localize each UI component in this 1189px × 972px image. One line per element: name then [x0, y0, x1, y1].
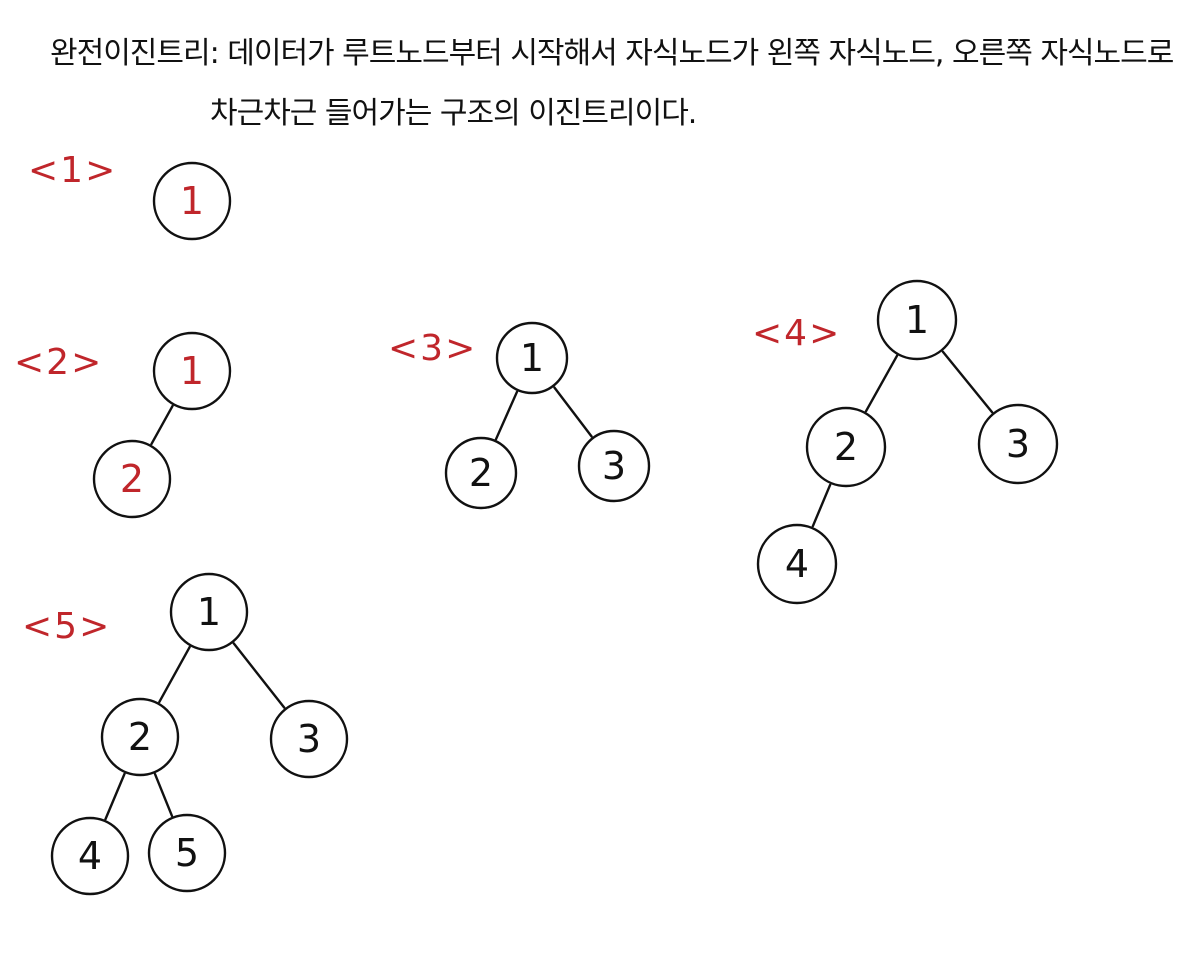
step-5-tree: <5> 1 2 3 4 5	[22, 572, 349, 896]
step-2-node-n1-value: 1	[180, 349, 204, 393]
step-5-label: <5>	[22, 606, 111, 647]
step-3-node-n2-value: 2	[469, 451, 493, 495]
step-5-node-n2-value: 2	[128, 715, 152, 759]
step-1-node-n1-value: 1	[180, 179, 204, 223]
step-2-node-n2	[92, 439, 172, 519]
step-3-node-n3	[577, 429, 651, 503]
step-3-label: <3>	[388, 328, 477, 369]
step-4-node-n1-value: 1	[905, 298, 929, 342]
step-4-tree: <4> 1 2 3 4	[752, 279, 1059, 605]
step-4-node-n4-value: 4	[785, 542, 809, 586]
step-3-edge-n1-n2	[494, 390, 519, 441]
step-4-node-n3	[977, 403, 1059, 485]
step-4-edge-n1-n3	[941, 350, 994, 414]
definition-line-2: 차근차근 들어가는 구조의 이진트리이다.	[210, 96, 697, 131]
step-1-tree: <1> 1	[28, 150, 232, 241]
step-5-node-n4	[50, 816, 130, 896]
step-5-node-n5-value: 5	[175, 831, 199, 875]
step-5-node-n4-value: 4	[78, 834, 102, 878]
step-5-node-n3	[269, 699, 349, 779]
step-4-node-n3-value: 3	[1006, 422, 1030, 466]
step-5-node-n1-value: 1	[197, 590, 221, 634]
step-5-node-n2	[100, 697, 180, 777]
step-4-edge-n2-n4	[811, 483, 832, 528]
step-3-edge-n1-n3	[553, 386, 593, 438]
step-3-node-n2	[444, 436, 518, 510]
step-5-node-n3-value: 3	[297, 717, 321, 761]
step-5-edge-n1-n3	[232, 642, 286, 709]
step-3-node-n3-value: 3	[602, 444, 626, 488]
step-4-edge-n1-n2	[864, 354, 899, 413]
step-4-node-n2	[805, 406, 887, 488]
step-5-edge-n2-n5	[153, 772, 174, 818]
step-5-edge-n2-n4	[104, 772, 126, 821]
step-4-node-n2-value: 2	[834, 425, 858, 469]
step-3-tree: <3> 1 2 3	[388, 321, 651, 510]
step-4-node-n1	[876, 279, 958, 361]
step-5-edge-n1-n2	[158, 645, 191, 704]
step-5-node-n5	[147, 813, 227, 893]
step-2-edge-n1-n2	[150, 404, 174, 446]
step-1-label: <1>	[28, 150, 117, 191]
step-3-node-n1-value: 1	[520, 336, 544, 380]
step-2-label: <2>	[14, 342, 103, 383]
step-1-node-n1	[152, 161, 232, 241]
step-4-node-n4	[756, 523, 838, 605]
step-2-node-n2-value: 2	[120, 457, 144, 501]
definition-line-1: 완전이진트리: 데이터가 루트노드부터 시작해서 자식노드가 왼쪽 자식노드, …	[50, 36, 1174, 71]
step-5-node-n1	[169, 572, 249, 652]
step-3-node-n1	[495, 321, 569, 395]
step-2-node-n1	[152, 331, 232, 411]
step-2-tree: <2> 1 2	[14, 331, 232, 519]
step-4-label: <4>	[752, 313, 841, 354]
